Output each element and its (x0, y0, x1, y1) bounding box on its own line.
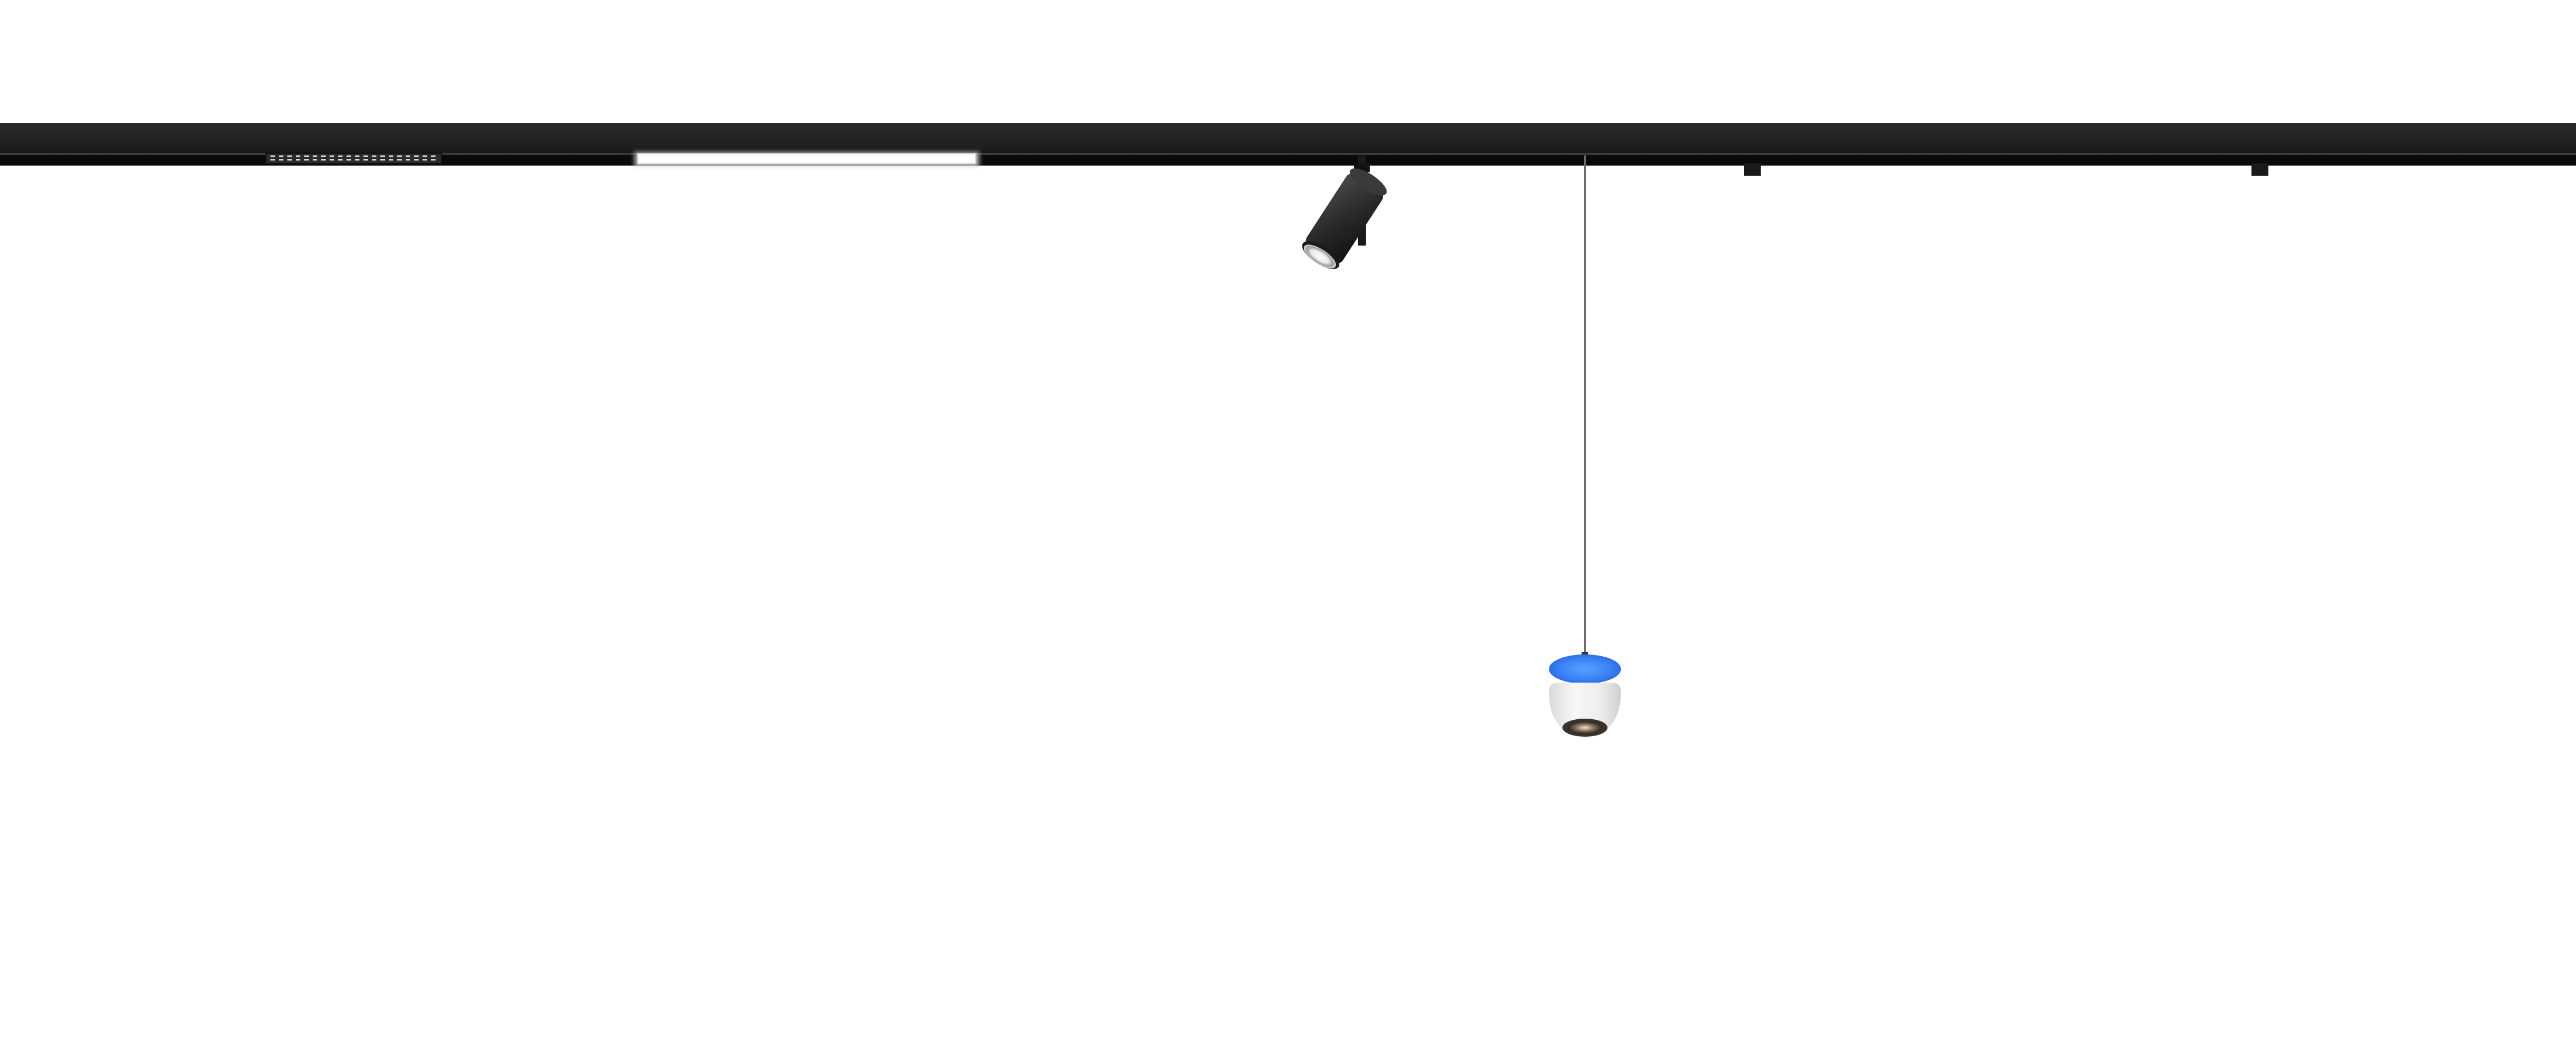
led-dot (279, 159, 283, 161)
suspended-pendant (1549, 155, 1621, 739)
led-dot (372, 155, 376, 157)
led-dot (287, 159, 292, 161)
led-dot (372, 159, 376, 161)
led-dot (414, 155, 419, 157)
linear-light-bar (634, 152, 979, 167)
led-dot (423, 159, 427, 161)
led-dot (406, 155, 410, 157)
led-dot (355, 159, 359, 161)
led-dot (406, 159, 410, 161)
adjustable-spotlight (1302, 155, 1387, 269)
track-clip (2251, 163, 2268, 176)
led-dot (347, 155, 351, 157)
led-dot (296, 159, 300, 161)
led-dot (270, 155, 275, 157)
led-dot (397, 155, 402, 157)
led-dot (431, 159, 436, 161)
led-dot (355, 155, 359, 157)
led-dot (287, 155, 292, 157)
led-dot (431, 155, 436, 157)
led-dot (313, 159, 317, 161)
led-dot (313, 155, 317, 157)
led-dot (279, 155, 283, 157)
led-dot (347, 159, 351, 161)
led-dot (380, 159, 385, 161)
led-dot (330, 159, 334, 161)
led-dot (304, 159, 309, 161)
led-dot (397, 159, 402, 161)
track-clip (1744, 163, 1761, 176)
led-dot (414, 159, 419, 161)
led-dot (296, 155, 300, 157)
led-dot (363, 155, 368, 157)
dotted-linear-module (265, 153, 442, 164)
led-dot (380, 155, 385, 157)
led-dot (389, 159, 393, 161)
led-dot (389, 155, 393, 157)
led-dot (270, 159, 275, 161)
led-dot (338, 155, 343, 157)
led-dot (330, 155, 334, 157)
led-dot (363, 159, 368, 161)
led-dot (321, 155, 326, 157)
led-dot (338, 159, 343, 161)
led-dot (423, 155, 427, 157)
led-dot (304, 155, 309, 157)
led-dot (321, 159, 326, 161)
